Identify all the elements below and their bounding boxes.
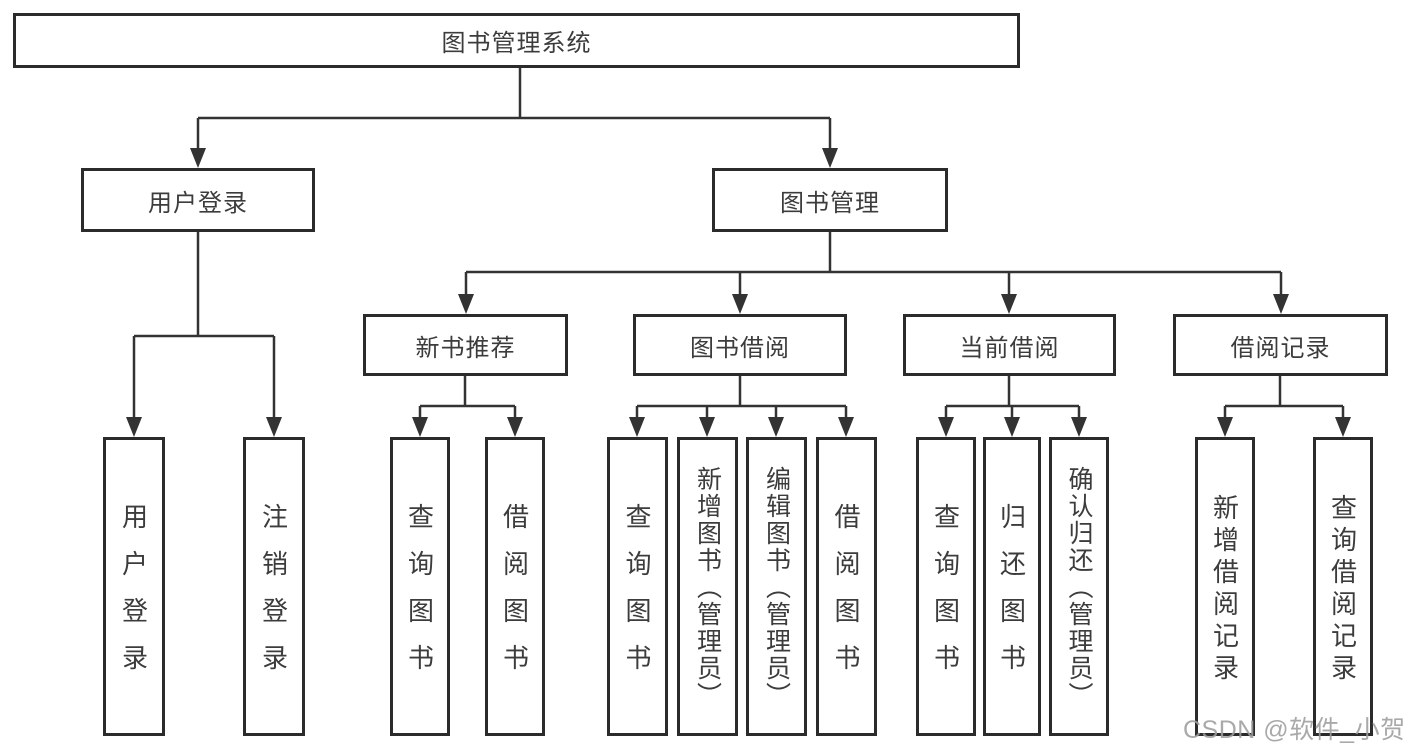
leaf-query-books-current: 查询图书: [916, 437, 976, 736]
leaf-label: 新增借阅记录: [1209, 493, 1240, 686]
leaf-borrow-books-borrowing: 借阅图书: [816, 437, 877, 736]
node-user-login: 用户登录: [81, 168, 315, 232]
node-label: 图书借阅: [690, 334, 790, 362]
node-current-borrowing: 当前借阅: [903, 314, 1116, 376]
node-borrowing-records: 借阅记录: [1173, 314, 1388, 376]
node-label: 图书管理系统: [441, 30, 592, 57]
leaf-label: 借阅图书: [499, 503, 530, 691]
leaf-query-borrow-record: 查询借阅记录: [1313, 437, 1373, 736]
leaf-label: 查询图书: [404, 503, 435, 691]
node-book-borrowing: 图书借阅: [633, 314, 847, 376]
node-label: 新书推荐: [415, 334, 516, 362]
leaf-logout: 注销登录: [243, 437, 305, 736]
leaf-label: 查询借阅记录: [1327, 493, 1358, 686]
node-new-book-recommendation: 新书推荐: [363, 314, 568, 376]
leaf-label: 注销登录: [258, 503, 289, 691]
leaf-label: 查询图书: [930, 503, 961, 691]
leaf-user-login: 用户登录: [103, 437, 165, 736]
leaf-label: 借阅图书: [831, 503, 861, 691]
leaf-query-books-recommend: 查询图书: [390, 437, 450, 736]
leaf-return-books: 归还图书: [983, 437, 1041, 736]
node-label: 图书管理: [780, 189, 880, 217]
connector-path: [132, 68, 1345, 419]
leaf-edit-books-admin: 编辑图书（管理员）: [746, 437, 807, 736]
leaf-label: 确认归还（管理员）: [1065, 466, 1093, 709]
node-label: 当前借阅: [959, 334, 1060, 362]
node-label: 用户登录: [148, 189, 248, 217]
leaf-label: 用户登录: [118, 503, 149, 691]
leaf-add-borrow-record: 新增借阅记录: [1195, 437, 1255, 736]
leaf-query-books-borrowing: 查询图书: [607, 437, 668, 736]
leaf-borrow-books-recommend: 借阅图书: [485, 437, 545, 736]
leaf-label: 查询图书: [622, 503, 652, 691]
leaf-label: 新增图书（管理员）: [693, 466, 722, 709]
node-book-management: 图书管理: [712, 168, 948, 232]
leaf-add-books-admin: 新增图书（管理员）: [677, 437, 738, 736]
leaf-confirm-return-admin: 确认归还（管理员）: [1049, 437, 1109, 736]
node-library-management-system: 图书管理系统: [13, 13, 1020, 68]
leaf-label: 归还图书: [996, 503, 1027, 691]
node-label: 借阅记录: [1230, 334, 1331, 362]
watermark: CSDN @软件_小贺同学: [1183, 716, 1405, 744]
leaf-label: 编辑图书（管理员）: [762, 466, 791, 709]
